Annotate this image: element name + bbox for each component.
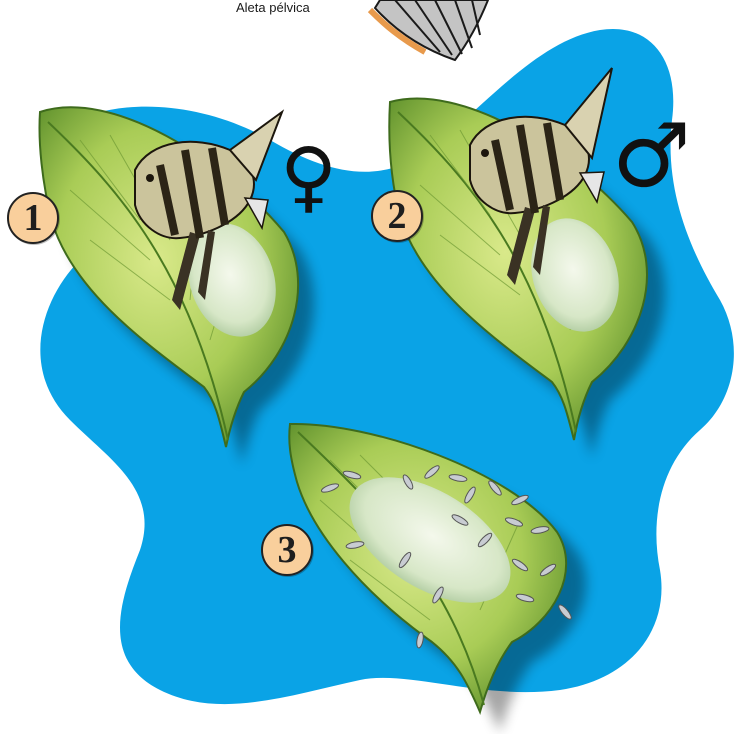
step-2-badge: 2 [371, 190, 423, 242]
pelvic-fin-illustration [370, 0, 488, 60]
step-1-badge: 1 [7, 192, 59, 244]
step-3-badge: 3 [261, 524, 313, 576]
male-symbol-icon: ♂ [612, 112, 691, 200]
female-symbol-icon: ♀ [280, 138, 337, 216]
pelvic-fin-caption: Aleta pélvica [236, 0, 310, 16]
